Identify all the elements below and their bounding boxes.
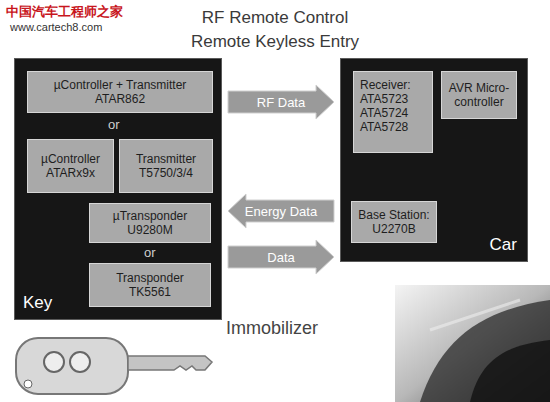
chip-label: Transponder TK5561 — [96, 271, 204, 299]
watermark: 中国汽车工程师之家 — [6, 3, 123, 21]
chip-box: Base Station: U2270B — [351, 201, 437, 243]
chip-label: µTransponder U9280M — [96, 209, 204, 237]
or-label: or — [144, 245, 156, 260]
or-label: or — [108, 117, 120, 132]
block-arrow — [228, 240, 334, 274]
chip-label: Transmitter T5750/3/4 — [126, 152, 206, 180]
section-label: Immobilizer — [226, 318, 318, 339]
chip-label: µController ATARx9x — [34, 152, 107, 180]
block-arrow — [228, 194, 334, 228]
arrow-label: RF Data — [257, 95, 305, 110]
chip-label: Receiver: ATA5723 ATA5724 ATA5728 — [360, 78, 426, 134]
key-fob-drawing — [16, 338, 212, 394]
key-panel: Key µController + Transmitter ATAR862 µCon… — [14, 58, 222, 320]
chip-box: Transponder TK5561 — [89, 263, 211, 307]
chip-label: Base Station: U2270B — [358, 208, 430, 236]
car-panel: Car Receiver: ATA5723 ATA5724 ATA5728 AVR … — [340, 58, 528, 262]
watermark-url: www.cartech8.com — [10, 21, 102, 33]
chip-box: Transmitter T5750/3/4 — [119, 139, 213, 193]
chip-box: µController ATARx9x — [27, 139, 114, 193]
chip-label: µController + Transmitter ATAR862 — [34, 78, 206, 106]
block-arrow — [228, 85, 334, 119]
chip-box: µController + Transmitter ATAR862 — [27, 71, 213, 113]
chip-box: AVR Micro-controller — [441, 71, 517, 119]
diagram-title: RF Remote Control Remote Keyless Entry — [185, 6, 365, 54]
arrow-label: Energy Data — [245, 204, 317, 219]
arrow-label: Data — [267, 250, 294, 265]
panel-label: Car — [490, 235, 517, 255]
car-photo — [395, 285, 550, 402]
chip-box: Receiver: ATA5723 ATA5724 ATA5728 — [353, 71, 433, 153]
chip-box: µTransponder U9280M — [89, 203, 211, 243]
panel-label: Key — [23, 293, 52, 313]
chip-label: AVR Micro-controller — [448, 81, 510, 109]
